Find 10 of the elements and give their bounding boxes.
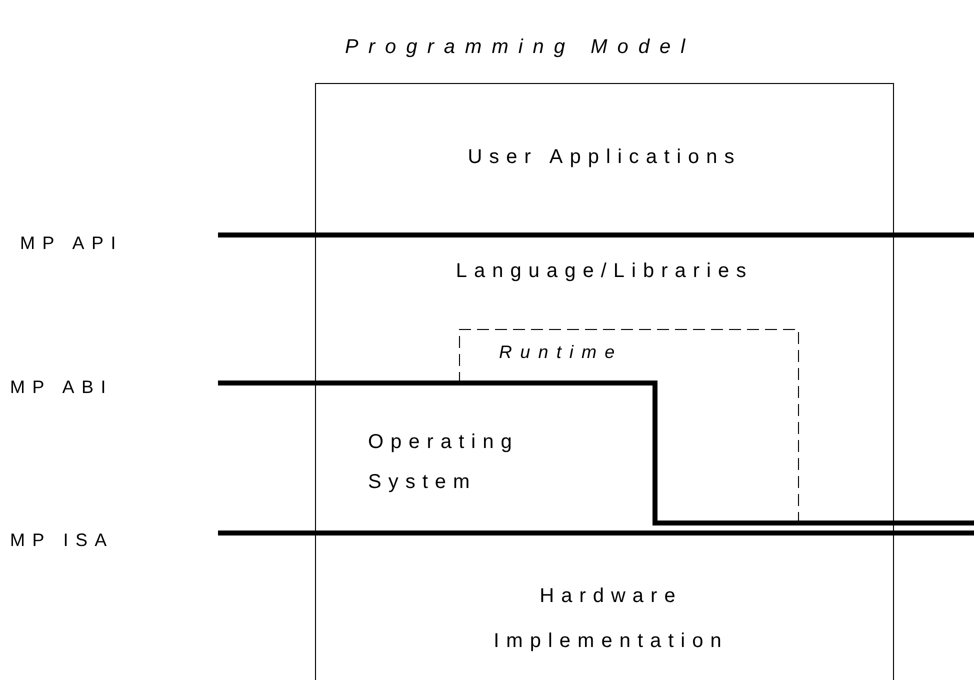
interface-label: MP ISA [10,529,114,552]
layer-label: Hardware Implementation [446,574,776,664]
outer-box [315,83,894,680]
interface-label: MP API [20,232,123,255]
layer-label: Language/Libraries [316,256,893,286]
diagram-title: Programming Model [345,35,696,60]
layer-label: Operating System [368,422,568,502]
layer-label: User Applications [316,142,893,172]
interface-label: MP ABI [10,376,113,399]
layer-label: Runtime [499,341,623,364]
